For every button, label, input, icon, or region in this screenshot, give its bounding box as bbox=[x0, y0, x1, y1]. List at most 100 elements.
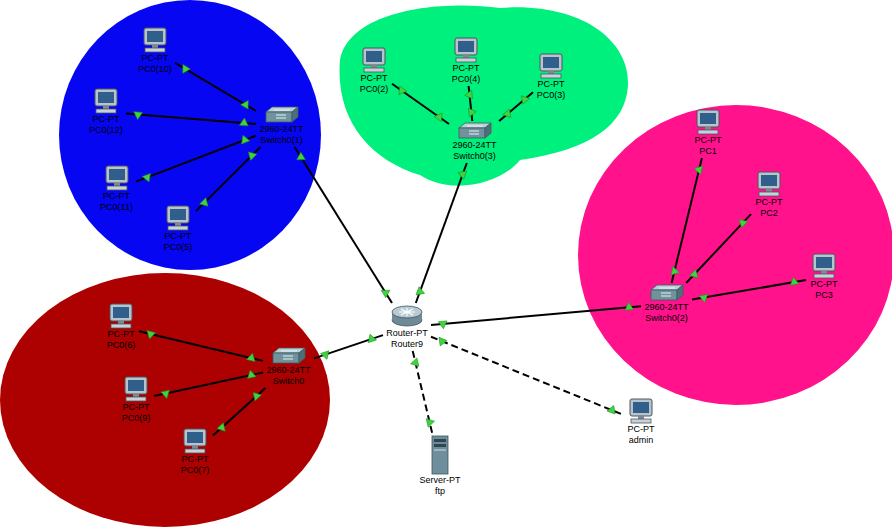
device-name: PC0(10) bbox=[136, 64, 174, 75]
network-link bbox=[136, 135, 256, 182]
link-status-light bbox=[240, 118, 249, 126]
device-model: PC-PT bbox=[449, 63, 483, 74]
server-icon bbox=[429, 435, 451, 475]
pc-icon bbox=[163, 205, 193, 231]
network-device: Server-PTftp bbox=[417, 435, 463, 497]
link-status-light bbox=[458, 171, 467, 179]
link-status-light bbox=[247, 353, 256, 361]
pc-icon bbox=[359, 47, 389, 73]
network-device: Router-PTRouter9 bbox=[384, 304, 430, 350]
device-name: PC0(12) bbox=[87, 125, 125, 136]
device-model: 2960-24TT bbox=[257, 124, 306, 135]
network-device: PC-PTPC0(2) bbox=[357, 47, 391, 95]
pc-icon bbox=[536, 53, 566, 79]
network-link bbox=[392, 84, 449, 124]
device-name: PC0(4) bbox=[449, 74, 483, 85]
link-status-light bbox=[147, 331, 156, 339]
pc-icon bbox=[106, 303, 136, 329]
device-name: admin bbox=[624, 435, 658, 446]
device-model: PC-PT bbox=[161, 231, 195, 242]
link-status-light bbox=[671, 267, 679, 276]
network-device: 2960-24TTSwitch0(3) bbox=[450, 122, 499, 162]
device-model: PC-PT bbox=[178, 454, 212, 465]
link-status-light bbox=[183, 65, 191, 74]
pc-icon bbox=[102, 165, 132, 191]
network-link bbox=[295, 147, 392, 303]
link-status-light bbox=[217, 423, 225, 432]
link-status-light bbox=[607, 406, 615, 415]
network-device: 2960-24TTSwitch0(1) bbox=[257, 106, 306, 146]
link-line bbox=[416, 163, 467, 303]
device-model: 2960-24TT bbox=[450, 140, 499, 151]
network-device: PC-PTPC3 bbox=[807, 253, 841, 301]
device-name: PC3 bbox=[807, 290, 841, 301]
device-name: PC0(7) bbox=[178, 465, 212, 476]
device-model: PC-PT bbox=[691, 135, 725, 146]
link-line bbox=[392, 84, 449, 124]
network-device: PC-PTPC0(9) bbox=[119, 376, 153, 424]
link-line bbox=[692, 280, 806, 300]
link-line bbox=[175, 63, 256, 111]
link-status-light bbox=[142, 173, 150, 182]
link-line bbox=[314, 335, 383, 358]
device-name: Switch0 bbox=[264, 376, 313, 387]
link-line bbox=[686, 214, 751, 283]
network-link bbox=[154, 370, 263, 398]
link-status-light bbox=[161, 390, 169, 398]
switch-icon bbox=[271, 347, 307, 365]
link-line bbox=[126, 114, 256, 124]
device-model: 2960-24TT bbox=[264, 365, 313, 376]
pink-region bbox=[578, 105, 892, 405]
link-status-light bbox=[134, 112, 143, 120]
network-device: PC-PTPC0(11) bbox=[98, 165, 135, 213]
link-status-light bbox=[253, 392, 261, 400]
link-status-light bbox=[248, 152, 256, 160]
device-name: Switch0(1) bbox=[257, 135, 306, 146]
pc-icon bbox=[91, 88, 121, 114]
link-status-light bbox=[399, 86, 407, 95]
link-line bbox=[213, 388, 265, 436]
network-device: 2960-24TTSwitch0 bbox=[264, 347, 313, 387]
network-link bbox=[671, 158, 703, 283]
link-line bbox=[499, 92, 533, 121]
switch-icon bbox=[649, 284, 685, 302]
device-name: PC2 bbox=[752, 208, 786, 219]
link-status-light bbox=[468, 108, 476, 117]
device-name: Switch0(3) bbox=[450, 151, 499, 162]
network-device: PC-PTadmin bbox=[624, 398, 658, 446]
network-link bbox=[499, 92, 533, 121]
device-model: PC-PT bbox=[807, 279, 841, 290]
network-link bbox=[416, 163, 467, 303]
link-status-light bbox=[434, 113, 442, 122]
device-model: PC-PT bbox=[104, 329, 138, 340]
device-model: PC-PT bbox=[624, 424, 658, 435]
device-model: PC-PT bbox=[136, 53, 174, 64]
network-link bbox=[213, 388, 265, 436]
device-name: PC0(9) bbox=[119, 413, 153, 424]
network-device: PC-PTPC0(6) bbox=[104, 303, 138, 351]
device-model: PC-PT bbox=[534, 79, 568, 90]
device-model: PC-PT bbox=[119, 402, 153, 413]
pc-icon bbox=[809, 253, 839, 279]
link-line bbox=[139, 331, 263, 361]
link-line bbox=[672, 158, 702, 283]
device-name: PC1 bbox=[691, 146, 725, 157]
network-link bbox=[431, 337, 623, 415]
link-status-light bbox=[690, 269, 698, 277]
network-device: PC-PTPC1 bbox=[691, 109, 725, 157]
device-name: PC0(11) bbox=[98, 202, 135, 213]
network-device: PC-PTPC0(7) bbox=[178, 428, 212, 476]
pc-icon bbox=[121, 376, 151, 402]
blue-region bbox=[59, 0, 321, 270]
router-icon bbox=[390, 304, 424, 328]
link-status-light bbox=[625, 302, 634, 310]
device-name: Router9 bbox=[384, 339, 430, 350]
pc-icon bbox=[140, 27, 170, 53]
network-link bbox=[686, 214, 751, 283]
network-link bbox=[692, 277, 806, 302]
green-region bbox=[340, 6, 629, 186]
device-name: PC0(6) bbox=[104, 340, 138, 351]
network-link bbox=[175, 63, 256, 111]
network-device: PC-PTPC2 bbox=[752, 171, 786, 219]
pc-icon bbox=[693, 109, 723, 135]
